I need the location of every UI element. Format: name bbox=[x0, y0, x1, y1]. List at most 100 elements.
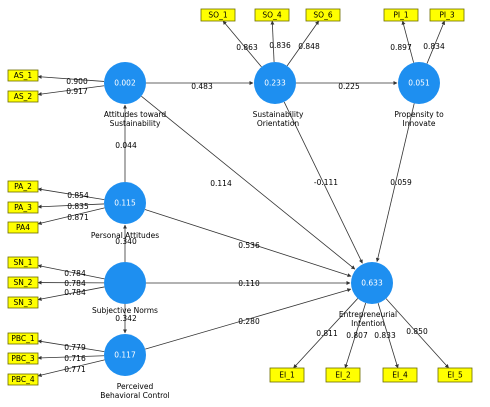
construct-name: Subjective Norms bbox=[92, 306, 158, 315]
construct-node-pa[interactable] bbox=[104, 182, 146, 224]
loading-edge-pa_2 bbox=[37, 187, 105, 201]
indicator-box-sn_3[interactable] bbox=[7, 296, 39, 309]
construct-name: Personal Attitudes bbox=[91, 231, 159, 240]
path-coefficient: 0.340 bbox=[115, 237, 137, 246]
loading-value: 0.835 bbox=[67, 202, 89, 211]
loading-edge-ei_5 bbox=[385, 298, 449, 369]
path-edge-pi-ei bbox=[375, 103, 415, 262]
construct-r2-value: 0.051 bbox=[408, 79, 430, 88]
indicator-box-sn_2[interactable] bbox=[7, 276, 39, 289]
indicator-label: AS_2 bbox=[14, 92, 33, 101]
loading-value: 0.871 bbox=[67, 213, 89, 222]
indicator-label: PA_3 bbox=[14, 203, 32, 212]
loading-edge-pbc_1 bbox=[37, 339, 105, 353]
construct-name: Propensity to bbox=[394, 110, 444, 119]
edges-layer bbox=[37, 20, 449, 378]
construct-node-sn[interactable] bbox=[104, 262, 146, 304]
construct-name: Entrepreneurial bbox=[339, 310, 397, 319]
indicator-box-ei_5[interactable] bbox=[437, 367, 473, 383]
loading-value: 0.900 bbox=[66, 77, 88, 86]
construct-r2-value: 0.233 bbox=[264, 79, 286, 88]
indicator-label: AS_1 bbox=[14, 71, 33, 80]
indicator-label: EI_2 bbox=[335, 371, 351, 380]
indicator-label: PI_3 bbox=[439, 11, 454, 20]
indicator-label: PBC_3 bbox=[11, 354, 35, 363]
indicator-box-ei_2[interactable] bbox=[325, 367, 361, 383]
indicator-box-ei_4[interactable] bbox=[382, 367, 418, 383]
indicator-box-pbc_3[interactable] bbox=[7, 352, 39, 365]
path-edge-so-ei bbox=[283, 101, 363, 264]
loading-value: 0.784 bbox=[64, 279, 86, 288]
indicator-label: SO_1 bbox=[208, 11, 227, 20]
indicator-label: SN_2 bbox=[14, 278, 33, 287]
path-coefficient: 0.280 bbox=[238, 317, 260, 326]
indicator-label: SN_3 bbox=[14, 298, 33, 307]
indicator-label: SN_1 bbox=[14, 258, 33, 267]
loading-value: 0.811 bbox=[316, 329, 338, 338]
construct-node-pi[interactable] bbox=[398, 62, 440, 104]
path-coefficient: 0.483 bbox=[191, 82, 213, 91]
loading-value: 0.779 bbox=[64, 343, 86, 352]
loading-value: 0.848 bbox=[298, 42, 320, 51]
path-edge-ats-ei bbox=[141, 95, 356, 270]
indicator-label: EI_5 bbox=[447, 371, 463, 380]
loading-edge-as_2 bbox=[37, 85, 105, 97]
indicator-box-pi_3[interactable] bbox=[429, 8, 465, 22]
path-coefficient: 0.114 bbox=[210, 179, 232, 188]
path-coefficient: 0.044 bbox=[115, 141, 137, 150]
construct-name: Intention bbox=[351, 319, 385, 328]
construct-node-pbc[interactable] bbox=[104, 334, 146, 376]
indicator-label: SO_6 bbox=[313, 11, 332, 20]
indicator-box-so_1[interactable] bbox=[200, 8, 236, 22]
path-coefficient: -0.111 bbox=[314, 178, 338, 187]
loading-edge-ei_2 bbox=[344, 302, 367, 369]
construct-name: Perceived bbox=[117, 382, 154, 391]
indicator-box-pi_1[interactable] bbox=[383, 8, 419, 22]
loading-value: 0.854 bbox=[67, 191, 89, 200]
indicator-label: PBC_4 bbox=[11, 375, 35, 384]
indicator-box-so_4[interactable] bbox=[254, 8, 290, 22]
construct-name: Orientation bbox=[257, 119, 300, 128]
indicator-box-ei_1[interactable] bbox=[269, 367, 305, 383]
path-edge-pa-ei bbox=[144, 209, 352, 278]
indicator-box-pbc_4[interactable] bbox=[7, 373, 39, 386]
indicator-box-pa_3[interactable] bbox=[7, 201, 39, 214]
construct-node-ats[interactable] bbox=[104, 62, 146, 104]
indicator-box-so_6[interactable] bbox=[305, 8, 341, 22]
construct-name: Sustainability bbox=[253, 110, 304, 119]
indicator-box-sn_1[interactable] bbox=[7, 256, 39, 269]
path-coefficient: 0.536 bbox=[238, 241, 260, 250]
indicator-label: EI_1 bbox=[279, 371, 295, 380]
loading-edge-ei_1 bbox=[293, 298, 359, 369]
loading-value: 0.716 bbox=[64, 354, 86, 363]
indicator-box-pa_2[interactable] bbox=[7, 180, 39, 193]
loading-value: 0.807 bbox=[346, 331, 368, 340]
loading-edge-as_1 bbox=[37, 74, 105, 82]
loading-edge-pa_3 bbox=[37, 203, 105, 209]
loading-edge-pi_3 bbox=[426, 20, 446, 64]
indicator-label: PA4 bbox=[16, 223, 30, 232]
indicator-box-pa4[interactable] bbox=[7, 221, 39, 234]
loading-value: 0.834 bbox=[423, 42, 445, 51]
path-coefficient: 0.059 bbox=[390, 178, 412, 187]
loading-edge-so_1 bbox=[222, 20, 262, 68]
nodes-layer bbox=[7, 8, 473, 386]
construct-r2-value: 0.002 bbox=[114, 79, 136, 88]
loading-edge-pbc_3 bbox=[37, 355, 105, 360]
loading-edge-so_6 bbox=[286, 20, 320, 67]
construct-node-ei[interactable] bbox=[351, 262, 393, 304]
loading-value: 0.836 bbox=[269, 41, 291, 50]
construct-node-so[interactable] bbox=[254, 62, 296, 104]
path-coefficient: 0.110 bbox=[238, 279, 260, 288]
indicator-box-pbc_1[interactable] bbox=[7, 332, 39, 345]
construct-name: Sustainability bbox=[110, 119, 161, 128]
loading-value: 0.863 bbox=[236, 43, 258, 52]
loading-value: 0.850 bbox=[406, 327, 428, 336]
indicator-box-as_1[interactable] bbox=[7, 69, 39, 82]
indicator-box-as_2[interactable] bbox=[7, 90, 39, 103]
construct-name: Attitudes toward bbox=[104, 110, 167, 119]
indicator-label: PA_2 bbox=[14, 182, 32, 191]
loading-edge-pa4 bbox=[37, 207, 105, 226]
